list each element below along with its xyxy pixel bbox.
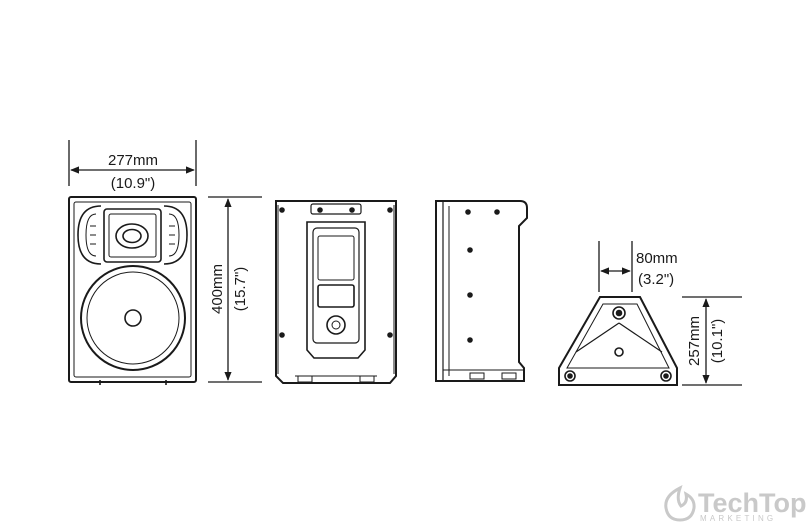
depth-imperial-label: (3.2") [638, 271, 674, 288]
width-dimension: 277mm (10.9") [68, 140, 197, 192]
width-imperial-label: (10.9") [111, 175, 156, 192]
watermark-brand: TechTop [698, 488, 807, 518]
depth-dimension: 80mm (3.2") [598, 241, 678, 292]
bracket-metric-label: 257mm [686, 316, 703, 366]
width-metric-label: 277mm [108, 152, 158, 169]
front-view [68, 196, 197, 385]
depth-metric-label: 80mm [636, 250, 678, 267]
height-dimension: 400mm (15.7") [208, 196, 262, 383]
bracket-height-dimension: 257mm (10.1") [682, 296, 742, 386]
watermark-logo: TechTop MARKETING [664, 485, 807, 523]
side-view [435, 200, 528, 382]
bracket-view [558, 296, 678, 386]
height-imperial-label: (15.7") [232, 267, 249, 312]
watermark-sub: MARKETING [700, 514, 776, 523]
height-metric-label: 400mm [209, 264, 226, 314]
bracket-imperial-label: (10.1") [709, 319, 726, 364]
rear-view [275, 200, 397, 384]
flame-icon [664, 485, 696, 522]
